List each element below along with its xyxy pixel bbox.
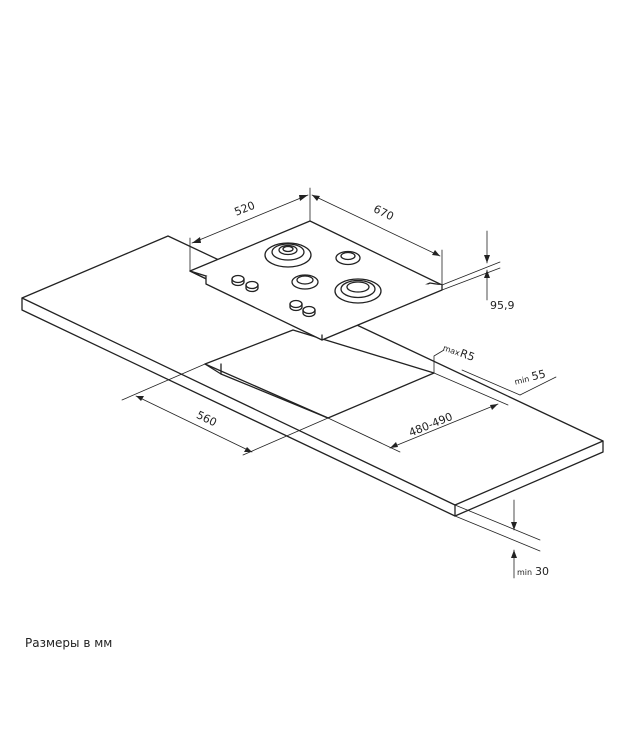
control-knob [302,305,316,318]
control-knob [245,280,259,293]
countertop-thickness-value: 30 [535,565,549,578]
control-knob [231,274,245,287]
burner-wok-right [334,278,382,304]
burner-medium-front [291,274,319,290]
dim-cutout-depth: 480-490 [407,410,454,439]
units-caption: Размеры в мм [25,636,113,650]
cutout-opening [204,329,435,419]
edge-distance-prefix: min [514,374,531,386]
radius-value: R5 [458,347,476,364]
control-knob [289,299,303,312]
dim-hob-height: 95,9 [490,299,515,312]
dim-hob-width: 670 [371,202,396,223]
burner-small-rear [335,250,361,266]
burner-large-left [264,242,312,268]
edge-distance-value: 55 [530,367,547,383]
dim-hob-depth: 520 [233,199,257,219]
countertop-thickness-prefix: min [517,568,532,577]
